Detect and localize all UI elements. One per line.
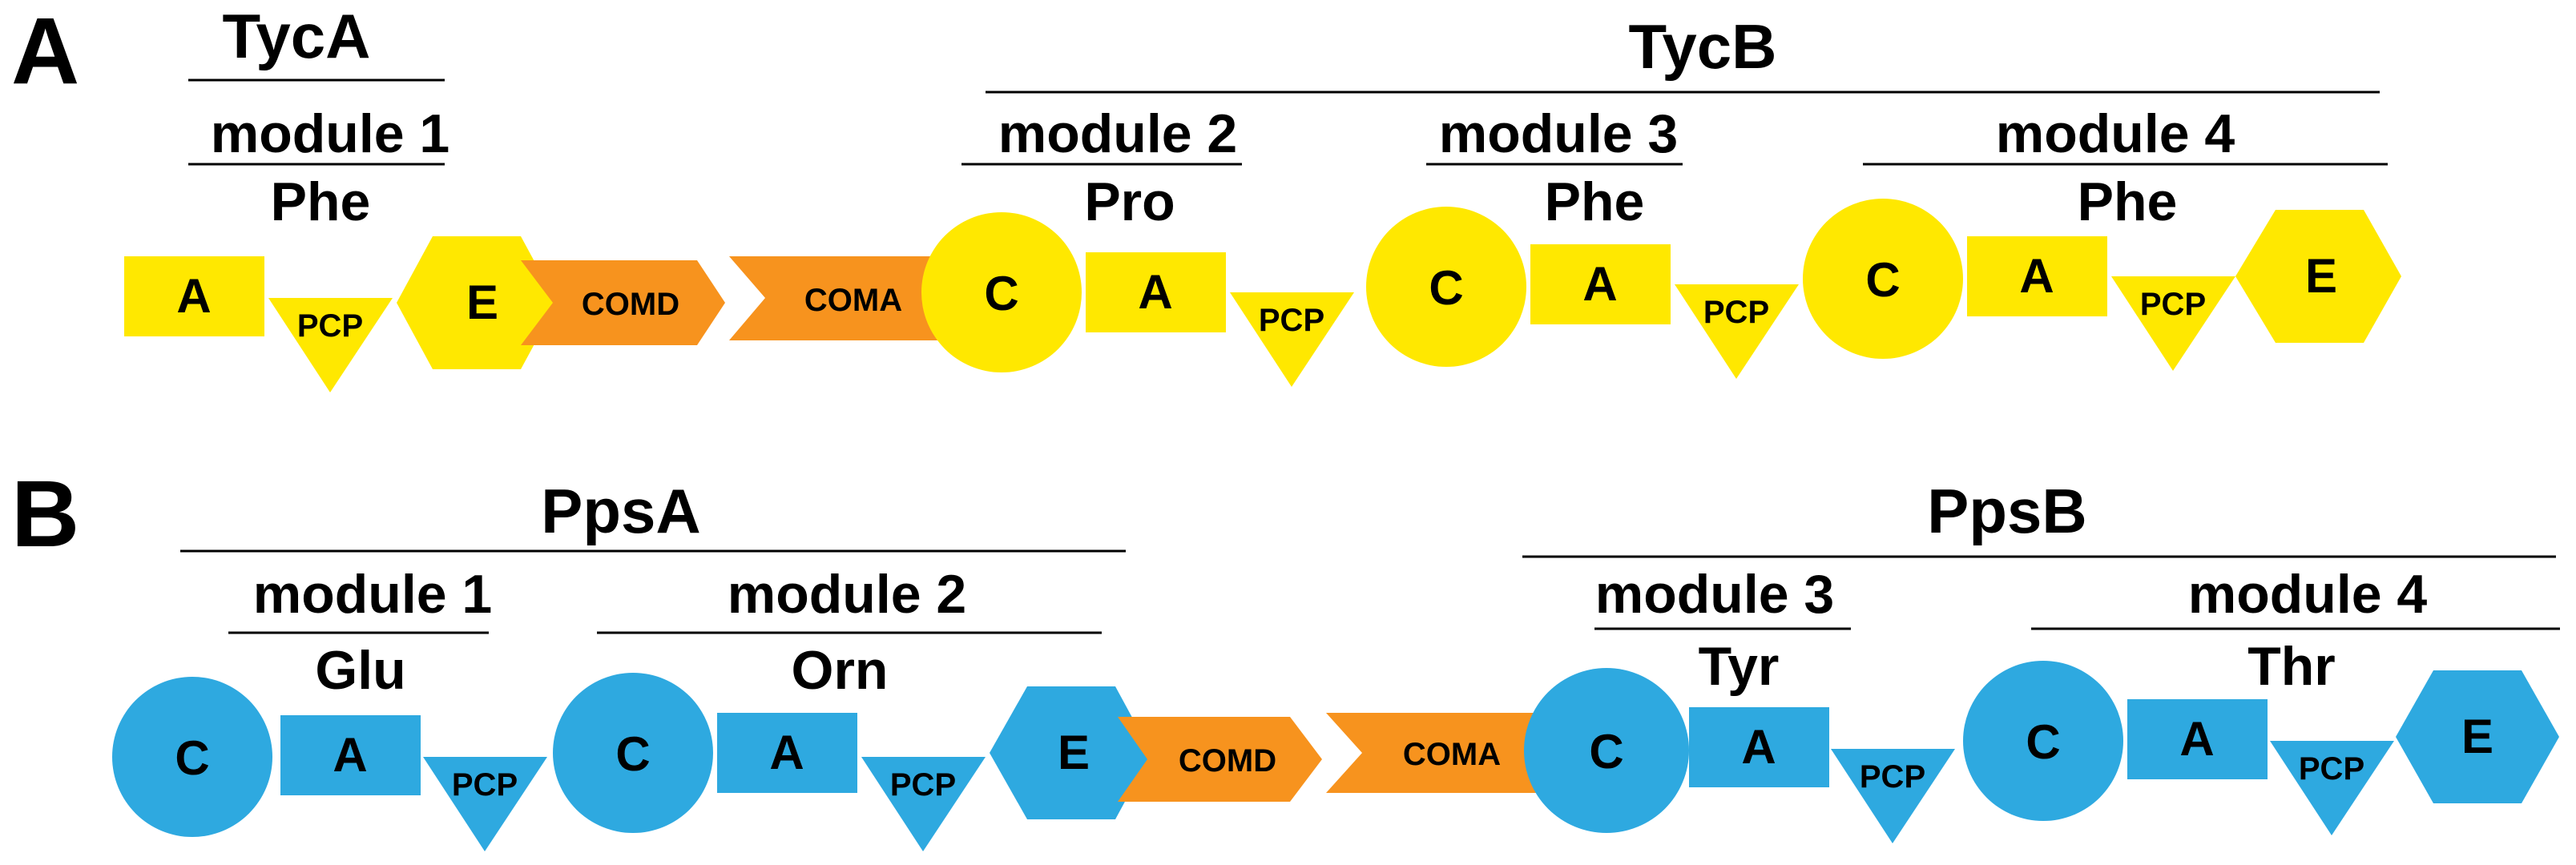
panel-a: A TycA TycB module 1 Phe module 2 Pro mo… (11, 0, 2401, 392)
panel-b-domain-a-4: A (2127, 699, 2268, 779)
panel-b-module-4-label: module 4 (2188, 564, 2428, 625)
panel-b: B PpsA PpsB module 1 Glu module 2 Orn mo… (11, 461, 2560, 851)
panel-b-domain-pcp-1: PCP (423, 757, 547, 851)
svg-text:E: E (2305, 249, 2337, 303)
svg-text:COMA: COMA (1403, 737, 1501, 772)
panel-b-module-1-label: module 1 (253, 564, 493, 625)
panel-a-domain-comd: COMD (521, 260, 725, 345)
svg-text:A: A (769, 726, 804, 779)
panel-b-domain-c-2: C (553, 673, 713, 833)
panel-b-domain-c-3: C (1524, 668, 1689, 833)
panel-b-domain-e-2: E (2396, 670, 2559, 803)
panel-a-module-4-aa: Phe (2078, 171, 2178, 232)
panel-b-domain-a-3: A (1689, 707, 1829, 787)
panel-a-domain-pcp-4: PCP (2111, 276, 2235, 371)
svg-text:C: C (2026, 715, 2060, 769)
panel-a-module-3-aa: Phe (1545, 171, 1645, 232)
svg-text:PCP: PCP (1259, 303, 1324, 338)
panel-a-domain-pcp-1: PCP (268, 298, 393, 392)
panel-a-module-2-label: module 2 (998, 103, 1238, 164)
panel-b-protein-ppsb-label: PpsB (1927, 476, 2086, 546)
panel-a-protein-tyca-label: TycA (223, 1, 371, 71)
panel-b-domain-pcp-2: PCP (861, 757, 986, 851)
panel-a-domain-c-1: C (921, 212, 1082, 372)
svg-text:COMD: COMD (1179, 743, 1276, 778)
panel-b-protein-ppsa-label: PpsA (541, 476, 700, 546)
svg-text:A: A (333, 728, 367, 782)
svg-text:C: C (984, 267, 1018, 320)
svg-text:PCP: PCP (890, 767, 956, 803)
svg-text:PCP: PCP (2299, 751, 2364, 787)
panel-b-domain-pcp-4: PCP (2270, 741, 2394, 835)
panel-b-domain-a-1: A (280, 715, 421, 795)
panel-a-protein-tycb-label: TycB (1629, 11, 1777, 82)
svg-text:PCP: PCP (2140, 287, 2206, 322)
svg-text:C: C (1429, 261, 1463, 315)
panel-a-domain-coma: COMA (729, 256, 937, 340)
panel-a-domain-pcp-3: PCP (1675, 284, 1799, 379)
svg-text:A: A (1582, 257, 1617, 311)
svg-text:C: C (1589, 725, 1623, 778)
panel-b-domain-a-2: A (717, 713, 857, 793)
panel-a-domain-pcp-2: PCP (1230, 292, 1354, 387)
svg-text:A: A (1138, 265, 1172, 319)
panel-b-letter: B (11, 461, 79, 567)
panel-b-module-2-aa: Orn (792, 640, 889, 701)
panel-b-domain-pcp-3: PCP (1831, 749, 1955, 843)
svg-text:COMA: COMA (804, 283, 902, 318)
panel-b-domain-c-4: C (1963, 661, 2123, 821)
panel-a-domain-a-3: A (1530, 244, 1671, 324)
svg-text:PCP: PCP (452, 767, 518, 803)
svg-text:E: E (1058, 726, 1090, 779)
panel-b-module-2-label: module 2 (728, 564, 967, 625)
svg-text:C: C (175, 731, 209, 785)
panel-a-module-1-label: module 1 (211, 103, 450, 164)
panel-b-domain-e-1: E (990, 686, 1151, 819)
svg-text:C: C (1865, 253, 1900, 307)
svg-text:A: A (2019, 249, 2054, 303)
panel-b-domain-coma: COMA (1326, 713, 1538, 793)
panel-a-module-2-aa: Pro (1084, 171, 1175, 232)
svg-text:A: A (176, 269, 211, 323)
panel-b-module-3-aa: Tyr (1699, 636, 1780, 697)
panel-a-domain-e-2: E (2235, 210, 2401, 343)
panel-b-domain-c-1: C (112, 677, 272, 837)
panel-a-module-4-label: module 4 (1996, 103, 2235, 164)
svg-text:COMD: COMD (582, 287, 679, 322)
panel-a-domains: A PCP E COMD COMA (124, 199, 2401, 392)
panel-b-module-4-aa: Thr (2247, 636, 2336, 697)
panel-a-domain-a-1: A (124, 256, 264, 336)
svg-text:E: E (2461, 710, 2493, 763)
svg-text:A: A (1741, 720, 1776, 774)
panel-a-module-1-aa: Phe (271, 171, 371, 232)
panel-b-domain-comd: COMD (1118, 717, 1322, 802)
svg-text:C: C (615, 727, 650, 781)
panel-a-domain-c-2: C (1366, 207, 1526, 367)
panel-a-module-3-label: module 3 (1439, 103, 1679, 164)
panel-b-domains: C A PCP C A (112, 661, 2559, 851)
svg-text:E: E (466, 276, 498, 329)
panel-b-module-1-aa: Glu (315, 640, 405, 701)
svg-text:PCP: PCP (1703, 295, 1769, 330)
svg-text:A: A (2179, 712, 2214, 766)
panel-a-domain-e-1: E (397, 236, 557, 369)
svg-text:PCP: PCP (297, 308, 363, 344)
panel-b-module-3-label: module 3 (1595, 564, 1835, 625)
panel-a-domain-c-3: C (1803, 199, 1963, 359)
panel-a-letter: A (11, 0, 79, 104)
panel-a-domain-a-4: A (1967, 236, 2107, 316)
svg-text:PCP: PCP (1860, 759, 1925, 795)
panel-a-domain-a-2: A (1086, 252, 1226, 332)
